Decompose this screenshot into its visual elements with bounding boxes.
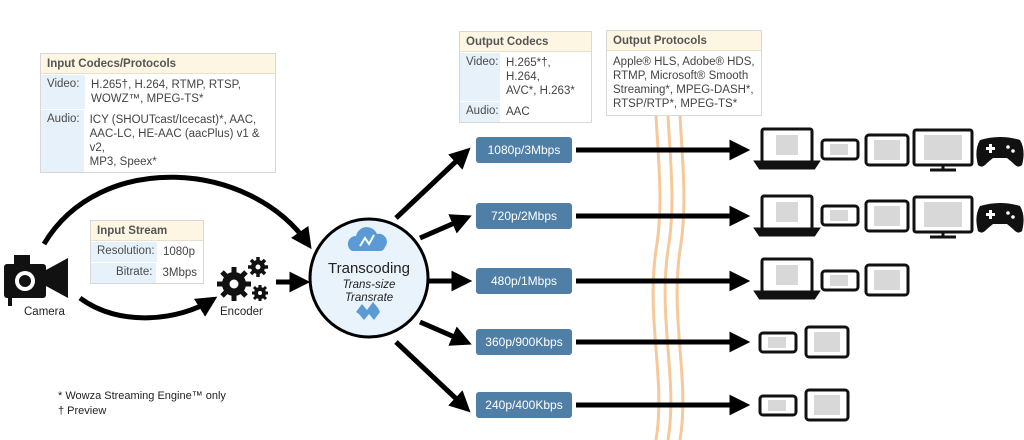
output-video-codecs: H.265*†, H.264, AVC*, H.263* [500, 53, 591, 101]
input-stream-title: Input Stream [91, 221, 203, 241]
arrow-to-1080p [394, 147, 471, 220]
input-audio-line-2: AAC-LC, HE-AAC (aacPlus) v1 & v2, [89, 128, 260, 154]
arrow-to-360p [419, 319, 472, 346]
output-protocols-line-2: RTMP, Microsoft® Smooth [613, 70, 749, 82]
rendition-720p: 720p/2Mbps [476, 203, 572, 229]
output-video-line-1: H.265*†, H.264, [506, 57, 551, 83]
input-stream-box: Input Stream Resolution: 1080p Bitrate: … [90, 220, 204, 284]
bitrate-label: Bitrate: [91, 263, 157, 283]
footnote-preview: † Preview [58, 405, 107, 417]
camera-to-transcoder-arrow [41, 174, 312, 250]
input-video-line-2: WOWZ™, MPEG-TS* [91, 93, 204, 105]
transcoding-subtitle-2: Transrate [344, 292, 394, 304]
audio-label: Audio: [41, 110, 84, 172]
transcoding-title: Transcoding [328, 260, 410, 277]
input-video-codecs: H.265†, H.264, RTMP, RTSP, WOWZ™, MPEG-T… [85, 75, 247, 109]
arrow-to-240p [394, 340, 471, 413]
input-codecs-box: Input Codecs/Protocols Video: H.265†, H.… [40, 53, 276, 173]
input-audio-codecs: ICY (SHOUTcast/Icecast)*, AAC, AAC-LC, H… [84, 110, 275, 172]
camera-label: Camera [24, 306, 65, 318]
rendition-480p: 480p/1Mbps [476, 268, 572, 294]
gamepad-icon [976, 137, 1024, 167]
resolution-label: Resolution: [91, 242, 157, 262]
camera-icon [4, 255, 68, 306]
rendition-360p: 360p/900Kbps [476, 329, 572, 355]
video-label: Video: [41, 75, 85, 109]
output-video-line-2: AVC*, H.263* [506, 85, 575, 97]
transcoder-circle [308, 217, 430, 339]
gamepad-icon [976, 203, 1024, 233]
resolution-value: 1080p [163, 246, 195, 258]
output-codecs-title: Output Codecs [460, 32, 591, 52]
output-codecs-box: Output Codecs Video: H.265*†, H.264, AVC… [459, 31, 592, 123]
input-codecs-title: Input Codecs/Protocols [41, 54, 275, 74]
encoder-label: Encoder [220, 306, 263, 318]
input-video-line-1: H.265†, H.264, RTMP, RTSP, [91, 79, 242, 91]
output-protocols-line-1: Apple® HLS, Adobe® HDS, [613, 56, 755, 68]
output-protocols-box: Output Protocols Apple® HLS, Adobe® HDS,… [606, 30, 762, 116]
output-audio-label: Audio: [460, 102, 500, 122]
rendition-240p: 240p/400Kbps [476, 392, 572, 418]
input-audio-line-3: MP3, Speex* [89, 156, 157, 168]
wowza-logo-icon [356, 302, 380, 320]
arrow-to-720p [419, 214, 472, 241]
gears-icon [217, 257, 268, 301]
output-audio-codecs: AAC [506, 106, 530, 118]
cloud-logo-icon [347, 227, 387, 251]
camera-to-encoder-arrow [78, 295, 218, 321]
output-protocols-line-3: Streaming*, MPEG-DASH*, [613, 84, 754, 96]
output-protocols-list: Apple® HLS, Adobe® HDS, RTMP, Microsoft®… [607, 51, 761, 115]
rendition-1080p: 1080p/3Mbps [476, 137, 572, 163]
transcoding-subtitle-1: Trans-size [342, 279, 396, 291]
input-audio-line-1: ICY (SHOUTcast/Icecast)*, AAC, [89, 114, 257, 126]
output-video-label: Video: [460, 53, 500, 101]
footnote-wowza-only: * Wowza Streaming Engine™ only [58, 390, 226, 402]
output-protocols-title: Output Protocols [607, 31, 761, 51]
screen-figures [768, 135, 962, 415]
output-protocols-line-4: RTSP/RTP*, MPEG-TS* [613, 98, 738, 110]
bitrate-value: 3Mbps [162, 267, 197, 279]
